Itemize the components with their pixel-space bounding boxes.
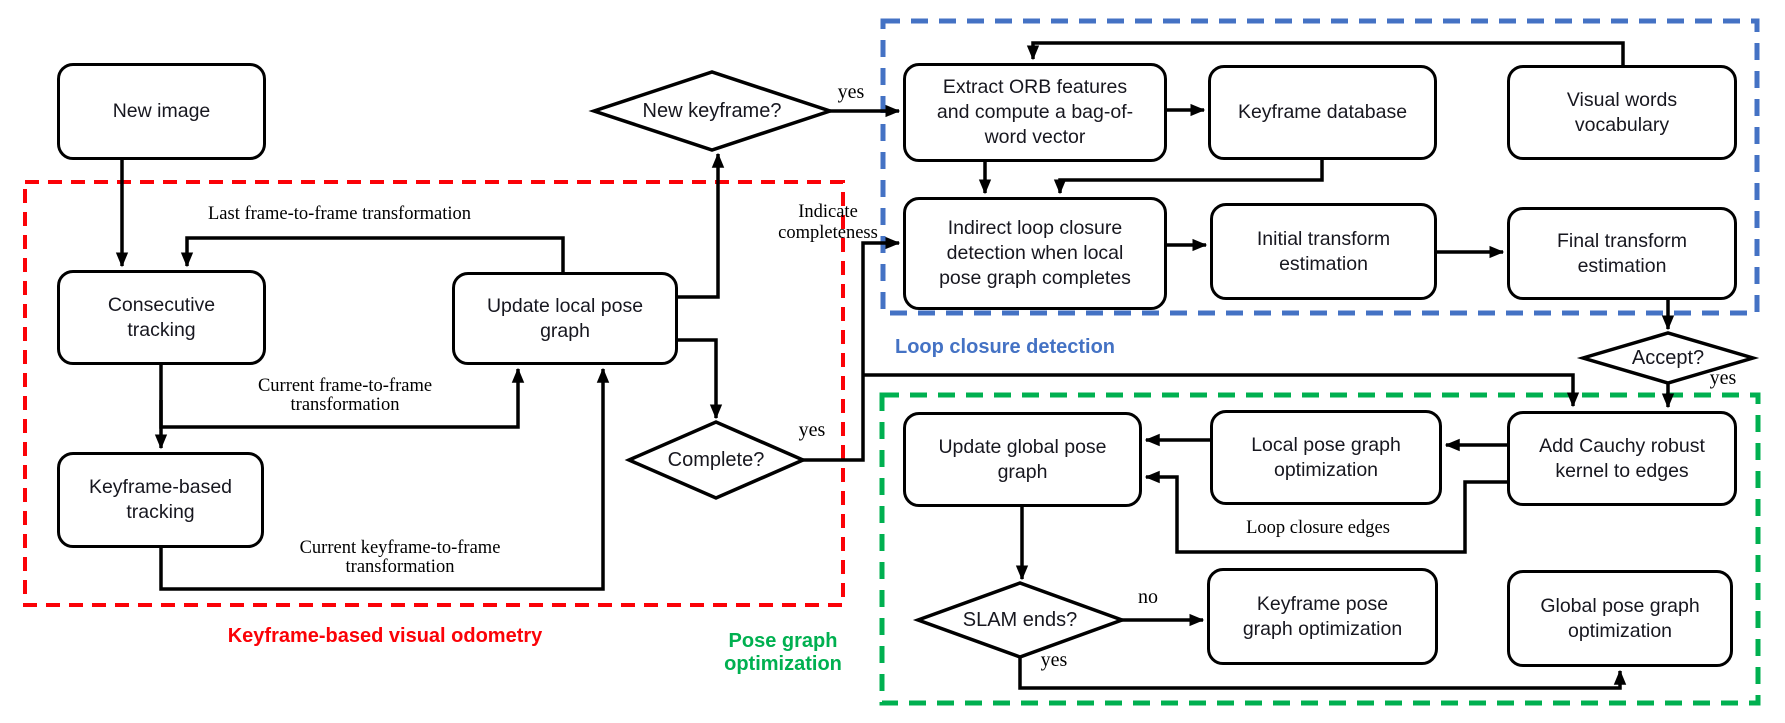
label-indicate-completeness: Indicate completeness: [778, 202, 878, 243]
decision-accept-label: Accept?: [1631, 346, 1705, 369]
node-update-global-pose-graph: Update global pose graph: [903, 412, 1142, 507]
decision-slam-ends-shape: [912, 581, 1128, 659]
edge-complete-yes-to-indirect-loop-closure: [803, 236, 901, 462]
edge-add-cauchy-to-update-global-loop-closure-edges: [1144, 470, 1507, 554]
decision-new-keyframe-label: New keyframe?: [642, 99, 782, 122]
node-consecutive-tracking: Consecutive tracking: [57, 270, 266, 365]
node-global-pose-graph-optimization: Global pose graph optimization: [1507, 570, 1733, 667]
decision-new-keyframe-shape: [588, 70, 836, 152]
node-visual-words-vocabulary: Visual words vocabulary: [1507, 65, 1737, 160]
node-keyframe-pose-graph-optimization: Keyframe pose graph optimization: [1207, 568, 1438, 665]
node-keyframe-database: Keyframe database: [1208, 65, 1437, 160]
node-final-transform-estimation: Final transform estimation: [1507, 207, 1737, 300]
edge-keyframe-database-to-indirect-loop-closure: [1053, 160, 1324, 195]
edge-vocabulary-to-extract-orb: [1026, 41, 1625, 65]
decision-complete-label: Complete?: [667, 448, 765, 471]
label-yes-complete: yes: [798, 419, 826, 441]
node-local-pose-graph-optimization: Local pose graph optimization: [1210, 410, 1442, 505]
label-current-frame-to-frame: Current frame-to-frame transformation: [257, 376, 433, 415]
label-last-frame-to-frame: Last frame-to-frame transformation: [208, 204, 471, 224]
edge-consecutive-to-update-local-current-transform: [159, 367, 525, 429]
edge-complete-yes-to-add-cauchy: [863, 373, 1580, 408]
decision-slam-ends-label: SLAM ends?: [962, 608, 1078, 631]
edge-slam-ends-yes-to-global-pgo: [1018, 657, 1627, 690]
section-loop-closure-border: [880, 18, 1760, 316]
edge-update-local-to-complete-decision: [678, 338, 723, 420]
node-keyframe-based-tracking: Keyframe-based tracking: [57, 452, 264, 548]
edge-update-local-to-new-keyframe-decision: [678, 152, 725, 299]
node-new-image: New image: [57, 63, 266, 160]
decision-complete-shape: [624, 420, 808, 500]
label-yes-accept: yes: [1709, 367, 1737, 389]
label-yes-slam-ends: yes: [1040, 649, 1068, 671]
section-title-visual-odometry: Keyframe-based visual odometry: [227, 625, 543, 647]
edge-update-local-to-consecutive-last-transform: [180, 236, 565, 272]
label-yes-new-keyframe: yes: [837, 81, 865, 103]
label-no-slam-ends: no: [1138, 586, 1158, 608]
node-extract-orb: Extract ORB features and compute a bag-o…: [903, 63, 1167, 162]
section-title-loop-closure: Loop closure detection: [895, 336, 1116, 358]
node-initial-transform-estimation: Initial transform estimation: [1210, 203, 1437, 300]
node-update-local-pose-graph: Update local pose graph: [452, 272, 678, 365]
section-pose-graph-border: [879, 392, 1761, 706]
section-title-pose-graph: Pose graph optimization: [724, 630, 842, 675]
node-add-cauchy-robust-kernel: Add Cauchy robust kernel to edges: [1507, 411, 1737, 506]
decision-accept-shape: [1576, 331, 1760, 385]
edge-keyframe-based-to-update-local-keyframe-transform: [159, 367, 610, 591]
label-loop-closure-edges: Loop closure edges: [1246, 518, 1390, 538]
label-current-keyframe-to-frame: Current keyframe-to-frame transformation: [299, 538, 501, 577]
node-indirect-loop-closure: Indirect loop closure detection when loc…: [903, 197, 1167, 310]
